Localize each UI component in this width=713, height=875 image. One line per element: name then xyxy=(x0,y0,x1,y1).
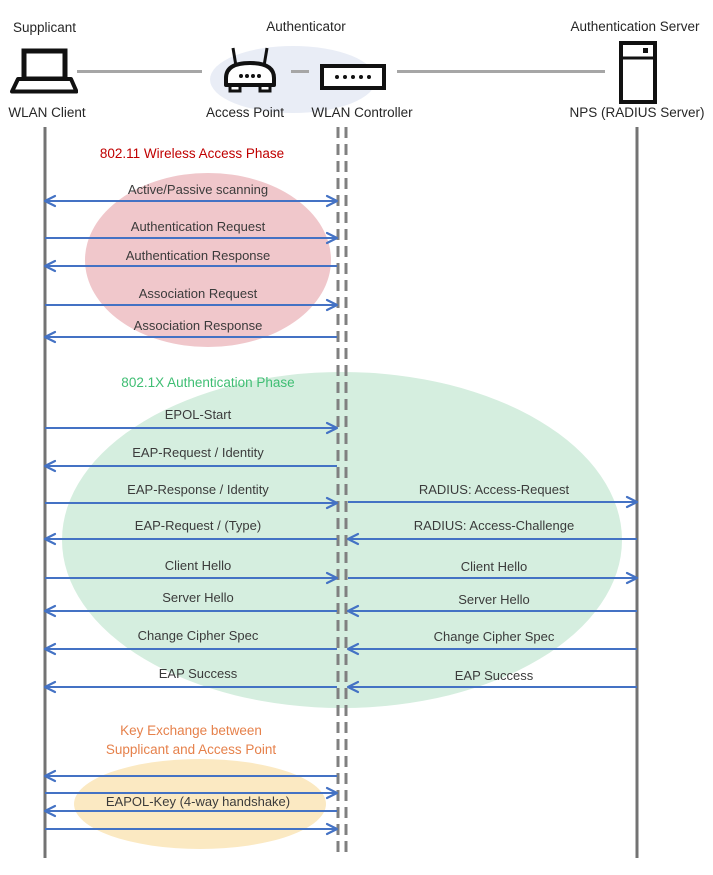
role-label-authentication-server: Authentication Server xyxy=(570,19,700,34)
phase3-title-line2: Supplicant and Access Point xyxy=(105,742,277,757)
phase3-title-line1: Key Exchange between xyxy=(120,723,262,738)
laptop-icon xyxy=(10,48,78,94)
role-label-authenticator: Authenticator xyxy=(266,19,346,34)
connector-line xyxy=(291,70,309,73)
phase1-title: 802.11 Wireless Access Phase xyxy=(99,146,285,161)
device-label-nps: NPS (RADIUS Server) xyxy=(569,105,705,120)
connector-line xyxy=(397,70,605,73)
server-icon xyxy=(619,41,657,104)
access-point-icon xyxy=(224,47,276,93)
device-label-wlan-controller: WLAN Controller xyxy=(311,105,413,120)
phase3-title: Key Exchange between Supplicant and Acce… xyxy=(106,721,276,759)
key-exchange-ellipse xyxy=(74,759,326,849)
connector-line xyxy=(77,70,202,73)
phase2-title: 802.1X Authentication Phase xyxy=(121,375,295,390)
device-label-access-point: Access Point xyxy=(205,105,285,120)
device-label-wlan-client: WLAN Client xyxy=(8,105,86,120)
wlan-controller-icon xyxy=(320,64,386,90)
role-label-supplicant: Supplicant xyxy=(13,20,77,35)
